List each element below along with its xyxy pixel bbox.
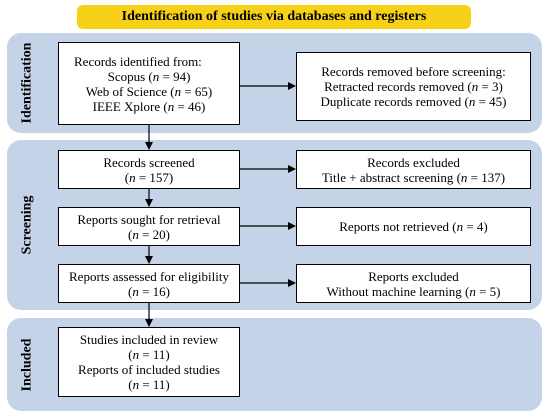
box-line: (n = 11) [128,377,170,392]
box-line-text: ( [128,377,133,392]
box-line-text: Reports not retrieved ( [339,219,457,234]
box-line: Records excluded [367,155,460,170]
diagram-title: Identification of studies via databases … [77,5,471,29]
box-line: Without machine learning (n = 5) [327,284,501,299]
box-records-removed: Records removed before screening:Retract… [296,52,531,121]
phase-label-identification: Identification [19,42,35,124]
count-symbol: n [471,79,479,94]
count-value: = 16) [138,283,170,299]
box-line: Duplicate records removed (n = 45) [320,94,506,109]
box-line-text: Retracted records removed ( [324,79,472,94]
count-symbol: n [456,219,464,234]
box-reports-not-retrieved: Reports not retrieved (n = 4) [296,207,531,246]
count-symbol: n [460,169,468,185]
box-line-text: Title + abstract screening ( [321,169,461,185]
box-line-text: ( [128,347,133,362]
box-line-text: Without machine learning ( [326,283,470,299]
box-line-text: Scopus ( [107,68,153,84]
count-symbol: n [468,94,476,109]
count-symbol: n [174,83,182,99]
count-symbol: n [152,68,160,84]
phase-label-screening: Screening [19,195,35,255]
box-line: Scopus (n = 94) [59,69,239,84]
count-symbol: n [469,283,476,299]
box-line: IEEE Xplore (n = 46) [59,99,239,114]
count-value: = 3) [478,79,503,94]
box-line-text: Reports excluded [368,268,459,284]
box-records-identified: Records identified from:Scopus (n = 94)W… [58,42,240,125]
box-reports-assessed: Reports assessed for eligibility(n = 16) [58,264,240,303]
count-symbol: n [132,347,140,362]
count-symbol: n [132,377,140,392]
box-line-text: ( [124,169,130,185]
box-line: Reports excluded [368,269,459,284]
box-reports-sought: Reports sought for retrieval(n = 20) [58,207,240,246]
count-value: = 157) [135,169,174,185]
phase-label-included: Included [19,338,35,391]
count-value: = 11) [139,347,170,362]
box-line: Reports assessed for eligibility [69,269,229,284]
box-line-text: Reports assessed for eligibility [69,268,229,284]
box-line: Web of Science (n = 65) [59,84,239,99]
count-value: = 46) [174,98,206,114]
count-value: = 94) [159,68,191,84]
count-symbol: n [129,169,136,185]
count-value: = 5) [475,283,501,299]
box-line-text: Records excluded [367,154,460,170]
box-line: (n = 11) [128,347,170,362]
box-line-text: Reports sought for retrieval [77,211,221,227]
box-line-text: Duplicate records removed ( [320,94,469,109]
box-line: Reports of included studies [78,362,220,377]
count-value: = 4) [463,219,488,234]
count-symbol: n [132,226,139,242]
count-symbol: n [132,283,139,299]
box-records-screened: Records screened(n = 157) [58,150,240,189]
box-line: Records screened [103,155,194,170]
box-line: Retracted records removed (n = 3) [324,79,503,94]
box-line-text: ( [127,226,133,242]
box-studies-included: Studies included in review(n = 11)Report… [58,327,240,397]
box-line-text: IEEE Xplore ( [92,98,168,114]
box-line: (n = 20) [128,227,170,242]
box-line: Studies included in review [80,332,218,347]
box-line-text: Reports of included studies [78,362,220,377]
box-line: Title + abstract screening (n = 137) [322,170,505,185]
count-value: = 45) [475,94,507,109]
box-line-text: ( [127,283,133,299]
box-line-text: Records screened [103,154,195,170]
count-value: = 20) [138,226,170,242]
box-line: Reports sought for retrieval [77,212,220,227]
box-line-text: Records removed before screening: [321,64,506,79]
box-line: Records identified from: [59,54,239,69]
box-line-text: Web of Science ( [85,83,175,99]
count-value: = 65) [181,83,213,99]
count-value: = 11) [139,377,170,392]
count-symbol: n [167,98,175,114]
box-line: Reports not retrieved (n = 4) [339,219,488,234]
box-line-text: Studies included in review [79,332,219,347]
box-line: (n = 16) [128,284,170,299]
count-value: = 137) [467,169,506,185]
box-line: Records removed before screening: [321,64,505,79]
box-line-text: Records identified from: [74,53,202,69]
diagram-title-text: Identification of studies via databases … [121,9,427,24]
box-line: (n = 157) [125,170,174,185]
